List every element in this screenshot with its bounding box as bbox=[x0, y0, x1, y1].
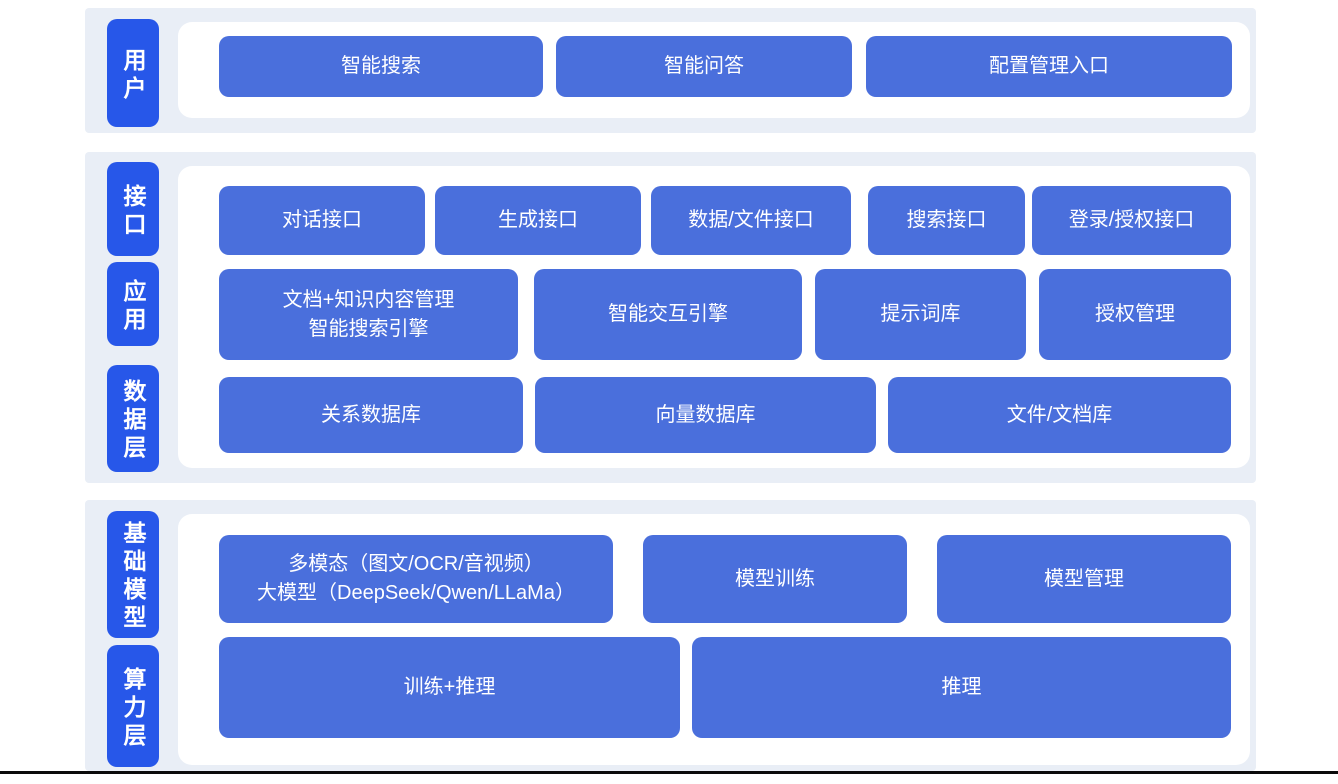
box-inference: 推理 bbox=[692, 637, 1231, 738]
side-label-compute-layer: 算力层 bbox=[107, 645, 159, 767]
box-multimodal-llm: 多模态（图文/OCR/音视频） 大模型（DeepSeek/Qwen/LLaMa） bbox=[219, 535, 613, 623]
box-data-file-api: 数据/文件接口 bbox=[651, 186, 851, 255]
side-label-interface: 接口 bbox=[107, 162, 159, 256]
box-relational-db: 关系数据库 bbox=[219, 377, 523, 453]
side-label-base-model: 基础模型 bbox=[107, 511, 159, 638]
box-vector-db: 向量数据库 bbox=[535, 377, 876, 453]
box-auth-management: 授权管理 bbox=[1039, 269, 1231, 360]
box-doc-knowledge-search-engine: 文档+知识内容管理 智能搜索引擎 bbox=[219, 269, 518, 360]
box-login-auth-api: 登录/授权接口 bbox=[1032, 186, 1231, 255]
box-smart-qa: 智能问答 bbox=[556, 36, 852, 97]
footer-divider-line bbox=[0, 771, 1338, 774]
box-prompt-library: 提示词库 bbox=[815, 269, 1026, 360]
side-label-application: 应用 bbox=[107, 262, 159, 346]
side-label-user: 用户 bbox=[107, 19, 159, 127]
side-label-data-layer: 数据层 bbox=[107, 365, 159, 472]
box-generation-api: 生成接口 bbox=[435, 186, 641, 255]
box-training-inference: 训练+推理 bbox=[219, 637, 680, 738]
box-model-training: 模型训练 bbox=[643, 535, 907, 623]
box-search-api: 搜索接口 bbox=[868, 186, 1025, 255]
box-config-management-entry: 配置管理入口 bbox=[866, 36, 1232, 97]
box-file-doc-store: 文件/文档库 bbox=[888, 377, 1231, 453]
box-interactive-engine: 智能交互引擎 bbox=[534, 269, 802, 360]
box-model-management: 模型管理 bbox=[937, 535, 1231, 623]
box-smart-search: 智能搜索 bbox=[219, 36, 543, 97]
box-dialog-api: 对话接口 bbox=[219, 186, 425, 255]
